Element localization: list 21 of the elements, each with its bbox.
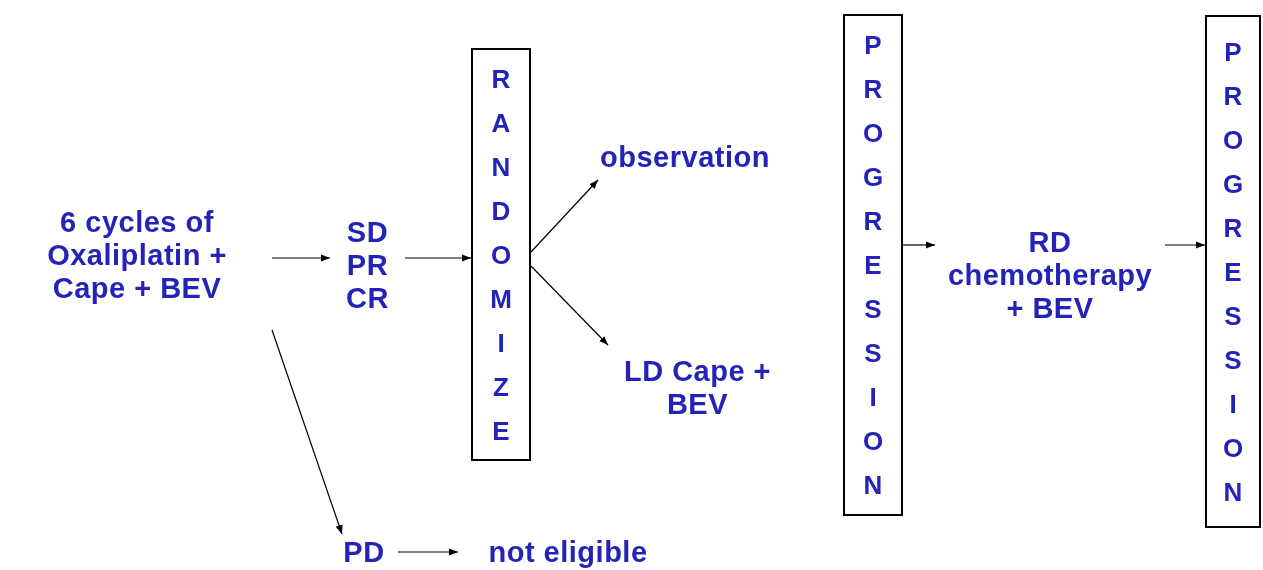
step-label: not eligible [488,535,648,569]
vertical-box [843,14,903,516]
vertical-box [471,48,531,461]
step-label: RD chemotherapy + BEV [946,225,1154,325]
arrow [271,254,331,262]
arrow [271,329,343,535]
step-label: observation [600,141,770,174]
step-label: PD [343,535,385,569]
vertical-label: PROGRESSION [1221,35,1245,509]
step-label: LD Cape + BEV [622,354,773,421]
step-label: SD PR CR [345,215,390,315]
arrow [404,254,472,262]
arrow [902,241,936,249]
vertical-box [1205,15,1261,528]
arrow [397,548,459,556]
arrow [1164,241,1206,249]
step-label: 6 cycles of Oxaliplatin + Cape + BEV [46,205,228,305]
arrow [530,265,609,346]
arrow [530,179,599,253]
vertical-label: PROGRESSION [861,29,885,502]
vertical-label: RANDOMIZE [489,62,513,448]
